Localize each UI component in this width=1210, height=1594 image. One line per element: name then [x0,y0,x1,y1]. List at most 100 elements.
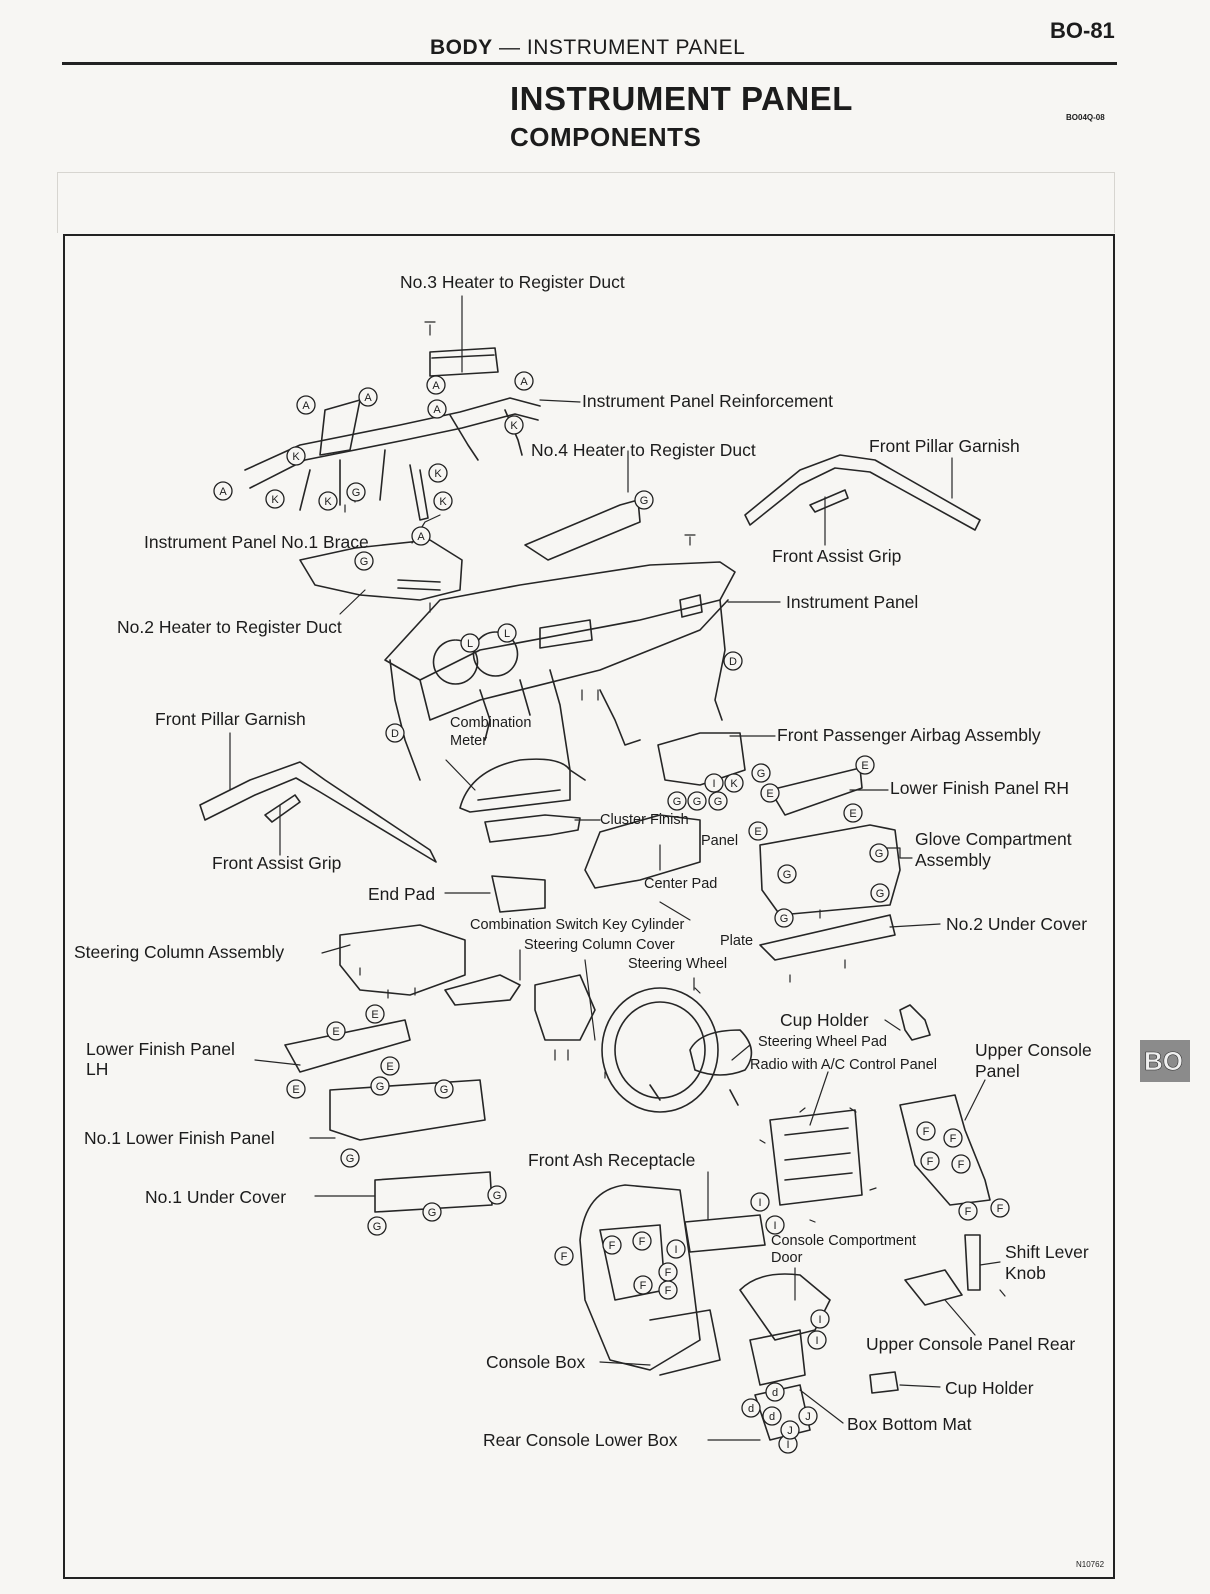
clip-marker-letter: G [373,1221,382,1233]
label-steering-wheel-pad: Steering Wheel Pad [758,1034,887,1050]
clip-marker-g: G [774,908,794,928]
clip-marker-circle [810,1309,830,1329]
clip-marker-letter: G [493,1190,502,1202]
clip-marker-letter: F [923,1126,930,1138]
label-upper-console-panel-line2: Panel [975,1061,1020,1081]
clip-marker-a: A [514,371,534,391]
label-upper-console-panel-line1: Upper Console [975,1040,1092,1060]
clip-marker-circle [751,763,771,783]
clip-marker-letter: G [875,848,884,860]
clip-marker-letter: K [271,494,279,506]
clip-marker-j: J [798,1406,818,1426]
clip-marker-letter: F [639,1236,646,1248]
clip-marker-letter: G [693,796,702,808]
label-instrument-panel: Instrument Panel [786,592,919,612]
clip-marker-circle [346,482,366,502]
clip-marker-d: d [741,1398,761,1418]
clip-marker-circle [951,1154,971,1174]
clip-marker-circle [780,1420,800,1440]
clip-marker-f: F [554,1246,574,1266]
bleed-through-frame [57,172,1115,233]
clip-marker-letter: K [434,468,442,480]
clip-marker-letter: G [780,913,789,925]
label-shift-lever-knob-line2: Knob [1005,1263,1046,1283]
clip-marker-letter: K [439,496,447,508]
clip-marker-a: A [427,399,447,419]
clip-marker-circle [748,821,768,841]
clip-marker-circle [427,399,447,419]
clip-marker-f: F [658,1280,678,1300]
label-steering-column-assembly: Steering Column Assembly [74,942,285,962]
clip-marker-circle [724,773,744,793]
label-no2-under-cover: No.2 Under Cover [946,914,1088,934]
clip-marker-letter: F [665,1267,672,1279]
clip-marker-f: F [602,1235,622,1255]
clip-marker-f: F [916,1121,936,1141]
pillar-garnish-grips [199,454,981,863]
clip-marker-f: F [920,1151,940,1171]
clip-marker-letter: E [292,1084,299,1096]
clip-marker-circle [426,375,446,395]
clip-marker-circle [774,908,794,928]
clip-marker-letter: E [386,1061,393,1073]
clip-marker-letter: F [927,1156,934,1168]
clip-marker-f: F [990,1198,1010,1218]
clip-marker-f: F [951,1154,971,1174]
clip-marker-circle [286,1079,306,1099]
clip-marker-k: K [504,415,524,435]
clip-marker-circle [433,491,453,511]
clip-marker-g: G [434,1079,454,1099]
clip-marker-letter: A [520,376,528,388]
clip-marker-circle [634,490,654,510]
clip-marker-g: G [869,843,889,863]
clip-marker-circle [741,1398,761,1418]
page-title: INSTRUMENT PANEL [510,80,853,117]
clip-marker-a: A [358,387,378,407]
section-tab-label: BO [1144,1046,1184,1077]
clip-marker-f: F [943,1128,963,1148]
clip-marker-letter: F [965,1206,972,1218]
label-end-pad: End Pad [368,884,436,904]
label-front-assist-grip-right: Front Assist Grip [772,546,902,566]
clip-marker-circle [632,1231,652,1251]
label-front-pillar-garnish-left: Front Pillar Garnish [155,709,306,729]
label-cup-holder-upper: Cup Holder [780,1010,869,1030]
clip-marker-letter: d [772,1387,778,1399]
clip-marker-letter: K [730,778,738,790]
clip-marker-circle [798,1406,818,1426]
clip-marker-circle [514,371,534,391]
label-center-pad: Center Pad [644,876,718,892]
clip-marker-circle [354,551,374,571]
clip-marker-letter: G [640,495,649,507]
sheet-code: N10762 [1076,1560,1105,1569]
header-dash: — [499,36,521,59]
clip-marker-j: J [780,1420,800,1440]
clip-marker-circle [958,1201,978,1221]
clip-marker-e: E [380,1056,400,1076]
label-glove-compartment-line1: Glove Compartment [915,829,1072,849]
clip-marker-a: A [296,395,316,415]
clip-marker-circle [807,1330,827,1350]
clip-marker-i: I [750,1192,770,1212]
clip-marker-k: K [265,489,285,509]
clip-marker-circle [633,1275,653,1295]
clip-marker-letter: F [609,1240,616,1252]
clip-marker-g: G [687,791,707,811]
clip-marker-letter: G [673,796,682,808]
label-combination-meter-line1: Combination [450,715,532,731]
label-front-pillar-garnish-right: Front Pillar Garnish [869,436,1020,456]
clip-marker-circle [916,1121,936,1141]
clip-marker-circle [765,1215,785,1235]
clip-marker-f: F [958,1201,978,1221]
clip-marker-letter: I [712,778,715,790]
clip-marker-circle [286,446,306,466]
clip-marker-circle [504,415,524,435]
clip-marker-circle [434,1079,454,1099]
label-instrument-panel-reinforcement: Instrument Panel Reinforcement [582,391,833,411]
label-no1-under-cover: No.1 Under Cover [145,1187,287,1207]
clip-marker-g: G [354,551,374,571]
clip-marker-i: I [666,1239,686,1259]
clip-marker-circle [428,463,448,483]
clip-marker-letter: F [640,1280,647,1292]
clip-marker-letter: d [748,1403,754,1415]
